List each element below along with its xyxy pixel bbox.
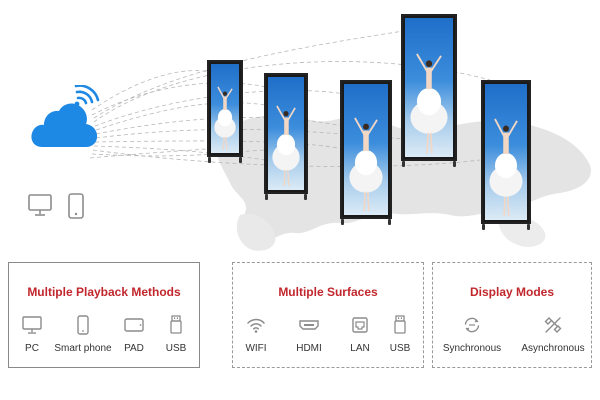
ballerina-image: [349, 117, 383, 212]
feature-synchronous: Synchronous: [437, 315, 507, 354]
ballerina-image: [410, 53, 448, 154]
poster-screen-1: [207, 60, 243, 163]
feature-label: Smart phone: [54, 343, 112, 354]
panel-title: Multiple Playback Methods: [27, 285, 181, 299]
hero-illustration: [28, 14, 591, 251]
lan-icon: [352, 317, 368, 333]
poster-screen-5: [481, 80, 531, 230]
ballerina-image: [272, 105, 300, 187]
playback-methods-panel: Multiple Playback Methods PC Smart phone…: [8, 262, 200, 368]
ballerina-image: [214, 86, 236, 151]
feature-label: USB: [389, 343, 411, 354]
ballerina-image: [489, 118, 523, 217]
panel-title: Display Modes: [469, 285, 555, 299]
feature-label: Synchronous: [442, 343, 502, 354]
usb-icon: [394, 315, 406, 334]
feature-label: WIFI: [245, 343, 267, 354]
tablet-icon: [124, 318, 144, 332]
feature-usb: USB: [161, 315, 191, 354]
feature-label: Asynchronous: [521, 343, 585, 354]
feature-pc: PC: [17, 315, 47, 354]
wifi-icon: [247, 318, 265, 333]
feature-label: USB: [165, 343, 187, 354]
feature-label: PAD: [124, 343, 144, 354]
smartphone-icon: [68, 193, 84, 219]
monitor-icon: [22, 316, 42, 334]
display-modes-panel: Display Modes Synchronous Asynchronous: [432, 262, 592, 368]
feature-pad: PAD: [119, 315, 149, 354]
poster-screen-3: [340, 80, 392, 225]
feature-hdmi: HDMI: [291, 315, 327, 354]
cloud-wifi-icon: [31, 85, 100, 147]
poster-screen-4: [401, 14, 457, 167]
monitor-icon: [28, 194, 52, 216]
feature-label: LAN: [350, 343, 370, 354]
sync-icon: [464, 317, 480, 333]
feature-smart-phone: Smart phone: [53, 315, 113, 354]
usb-icon: [170, 315, 182, 334]
smartphone-icon: [77, 315, 89, 335]
poster-screen-2: [264, 73, 308, 200]
feature-asynchronous: Asynchronous: [517, 315, 589, 354]
feature-usb: USB: [385, 315, 415, 354]
feature-label: HDMI: [296, 343, 322, 354]
hdmi-icon: [299, 320, 319, 330]
feature-wifi: WIFI: [239, 315, 273, 354]
async-icon: [544, 317, 562, 333]
feature-lan: LAN: [345, 315, 375, 354]
panel-title: Multiple Surfaces: [278, 285, 378, 299]
feature-label: PC: [25, 343, 39, 354]
surfaces-panel: Multiple Surfaces WIFI HDMI LAN: [232, 262, 424, 368]
